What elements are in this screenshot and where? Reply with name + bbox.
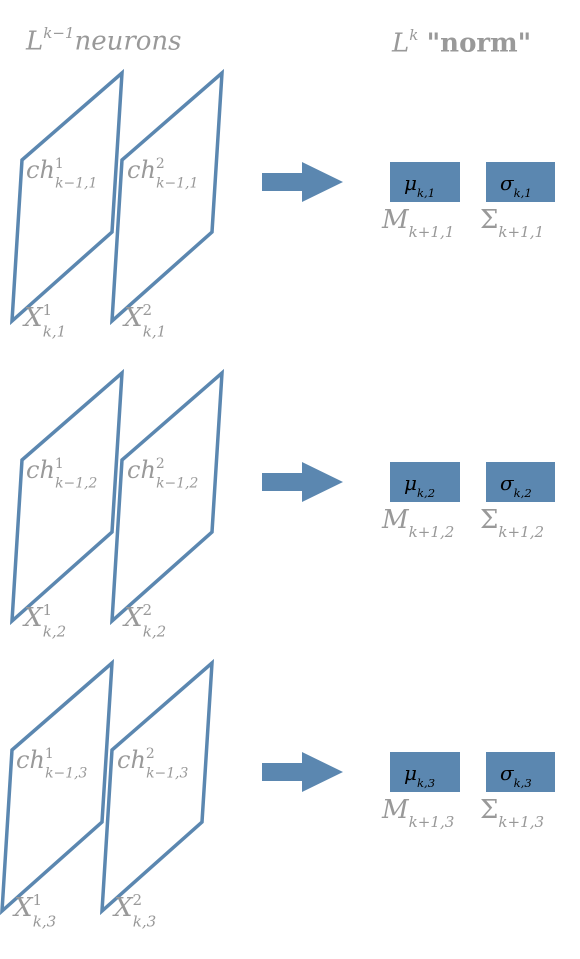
arrow-1 bbox=[262, 162, 343, 202]
M-label: Mk+1,3 bbox=[381, 795, 454, 831]
left-header-sup: k−1 bbox=[43, 24, 75, 42]
sigma-box bbox=[486, 752, 555, 792]
left-header-base: L bbox=[26, 26, 44, 57]
stat-boxes-3: μk,3 σk,3Mk+1,3 Σk+1,3 bbox=[381, 752, 555, 831]
right-header: Lk "norm" bbox=[392, 26, 532, 59]
stat-boxes-1: μk,1 σk,1Mk+1,1 Σk+1,1 bbox=[381, 162, 555, 241]
right-arrow-icon bbox=[262, 752, 343, 792]
channel-1-plane bbox=[0, 658, 115, 916]
left-header: Lk−1neurons bbox=[26, 24, 182, 57]
channel-2-plane bbox=[99, 658, 215, 916]
channel-1-plane bbox=[9, 68, 125, 326]
sigma-box bbox=[486, 162, 555, 202]
right-header-word: "norm" bbox=[426, 28, 532, 59]
channel-2-plane bbox=[109, 68, 225, 326]
right-header-sup: k bbox=[409, 26, 419, 44]
mu-box bbox=[390, 752, 460, 792]
mu-box bbox=[390, 162, 460, 202]
stat-boxes-2: μk,2 σk,2Mk+1,2 Σk+1,2 bbox=[381, 462, 555, 541]
sigma-box bbox=[486, 462, 555, 502]
channel-1-plane bbox=[9, 368, 125, 626]
left-header-word: neurons bbox=[74, 26, 182, 57]
arrow-2 bbox=[262, 462, 343, 502]
M-label: Mk+1,1 bbox=[381, 205, 454, 241]
mu-label: μk,2 bbox=[404, 471, 435, 500]
mu-label: μk,3 bbox=[404, 761, 435, 790]
Sigma-label: Σk+1,1 bbox=[480, 205, 544, 241]
M-label: Mk+1,2 bbox=[381, 505, 454, 541]
arrow-3 bbox=[262, 752, 343, 792]
sigma-label: σk,3 bbox=[500, 761, 532, 790]
right-arrow-icon bbox=[262, 162, 343, 202]
mu-label: μk,1 bbox=[404, 171, 435, 200]
sigma-label: σk,1 bbox=[500, 171, 532, 200]
mu-box bbox=[390, 462, 460, 502]
Sigma-label: Σk+1,3 bbox=[480, 795, 544, 831]
Sigma-label: Σk+1,2 bbox=[480, 505, 544, 541]
right-arrow-icon bbox=[262, 462, 343, 502]
channel-2-plane bbox=[109, 368, 225, 626]
sigma-label: σk,2 bbox=[500, 471, 532, 500]
right-header-base: L bbox=[392, 28, 410, 59]
